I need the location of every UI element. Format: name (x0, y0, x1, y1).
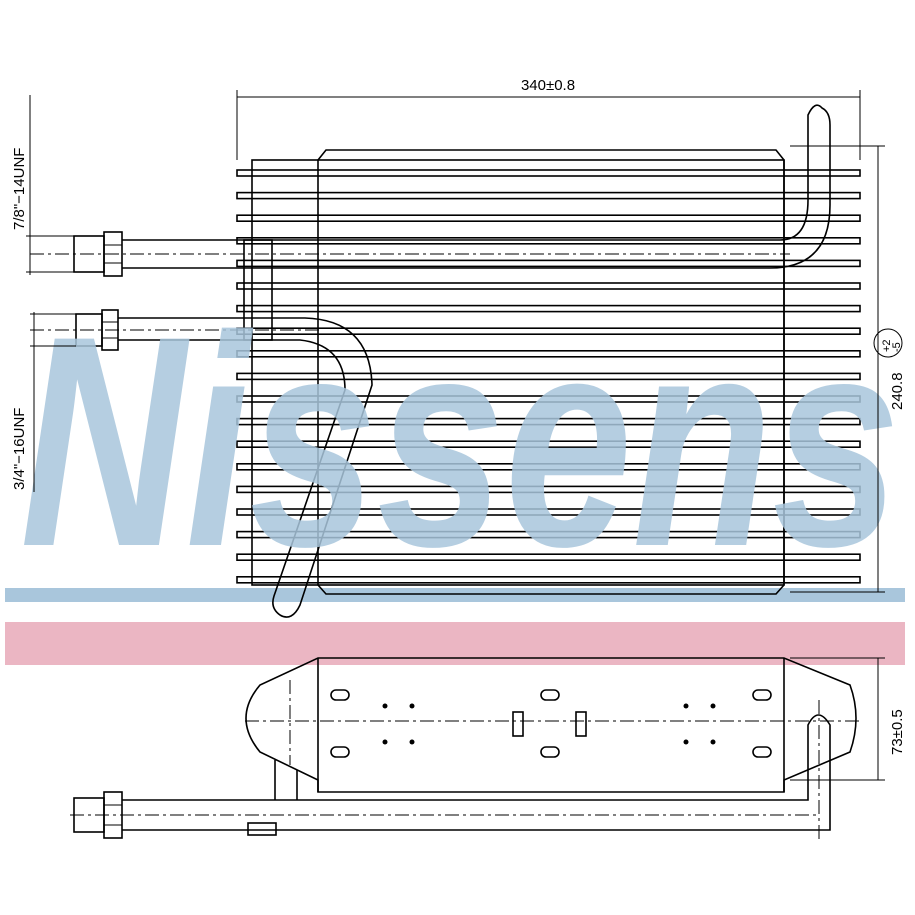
fin-tube (236, 191, 861, 200)
fin-tube (236, 214, 861, 222)
height-tolerance-upper: +2 (881, 339, 893, 352)
drain-slot (752, 689, 772, 701)
fin-tube (236, 282, 861, 290)
mount-hole (710, 703, 716, 709)
mount-hole (409, 703, 415, 709)
fin-tube (236, 372, 861, 381)
drain-slot (540, 689, 560, 701)
fin-tube (236, 349, 861, 358)
drain-slot (330, 746, 350, 758)
fin-tube (236, 259, 861, 268)
height-tolerance-lower: -5 (891, 342, 903, 352)
evaporator-core-front-view (30, 104, 861, 618)
mount-hole (382, 739, 388, 745)
height-label: 240.8 (889, 372, 906, 410)
outlet-thread-label: 3/4"−16UNF (11, 408, 28, 490)
fin-tube (236, 169, 861, 177)
fin-tube (236, 485, 861, 494)
dimension-depth: 73±0.5 (790, 657, 906, 781)
mount-hole (409, 739, 415, 745)
fin-tube (236, 553, 861, 562)
watermark-stripe-blue (5, 588, 905, 602)
fin-tube (236, 462, 861, 471)
dimension-inlet-thread: 7/8"−14UNF (11, 95, 74, 275)
fin-tube (236, 575, 861, 584)
fin-tube (236, 304, 861, 313)
mount-hole (710, 739, 716, 745)
mount-hole (683, 703, 689, 709)
sensor-slot (575, 711, 587, 737)
mount-hole (683, 739, 689, 745)
fin-tube (236, 530, 861, 539)
width-label: 340±0.8 (521, 77, 575, 94)
depth-label: 73±0.5 (889, 709, 906, 755)
dimension-height: 240.8 +2 -5 (790, 145, 906, 593)
inlet-thread-label: 7/8"−14UNF (11, 148, 28, 230)
drain-slot (330, 689, 350, 701)
drain-slot (752, 746, 772, 758)
dimension-width: 340±0.8 (236, 77, 861, 160)
nissens-watermark: Nissens (20, 273, 900, 609)
fin-tube (236, 417, 861, 426)
mount-hole (382, 703, 388, 709)
drain-slot (540, 746, 560, 758)
fin-tube (236, 327, 861, 336)
fin-tube (236, 508, 861, 516)
fin-tube (236, 440, 861, 449)
fin-tube (236, 395, 861, 403)
dimension-outlet-thread: 3/4"−16UNF (11, 312, 76, 492)
sensor-slot (512, 711, 524, 737)
evaporator-top-view (70, 657, 862, 840)
